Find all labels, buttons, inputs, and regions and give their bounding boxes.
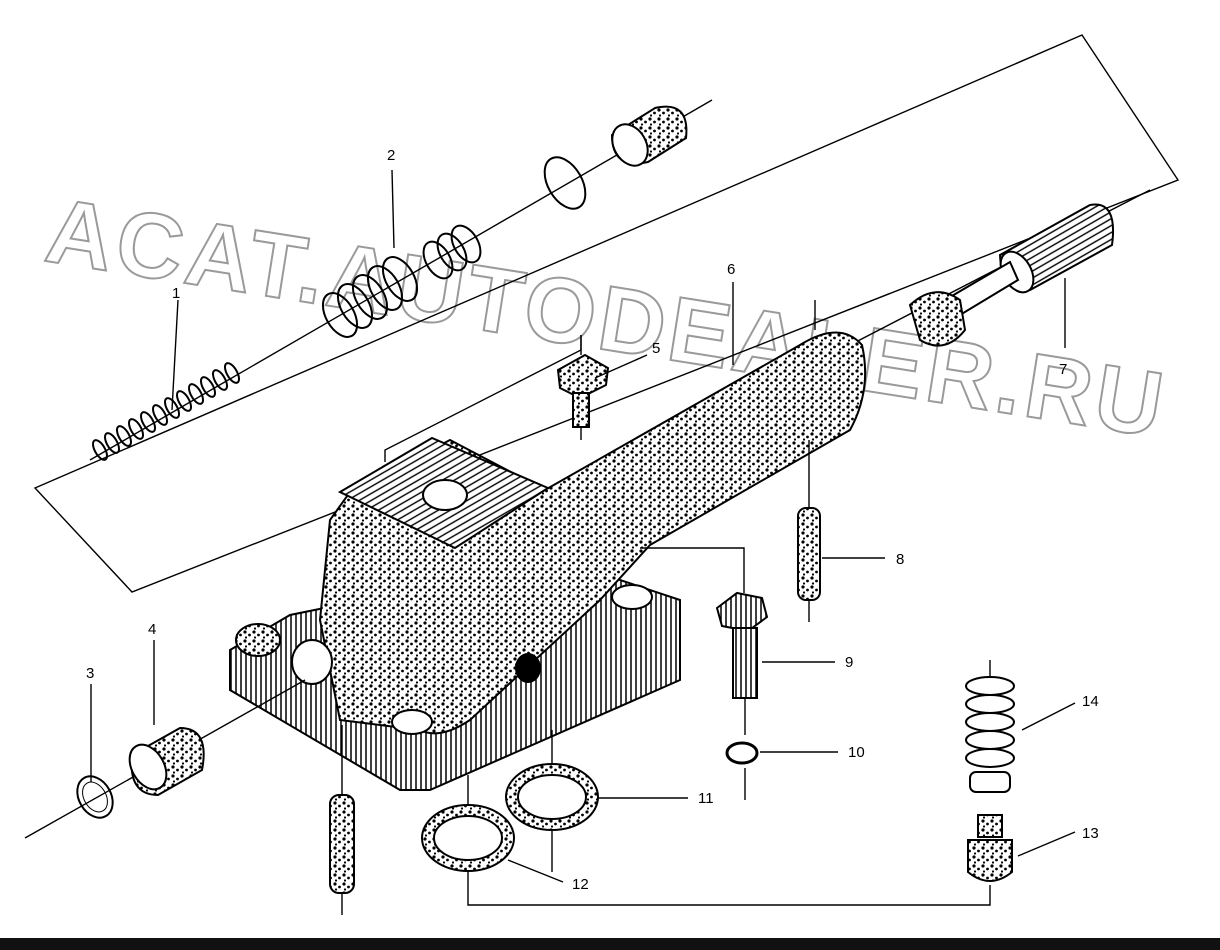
- housing-part-6: [229, 300, 867, 791]
- callout-2: 2: [387, 147, 395, 164]
- lower-pin: [329, 725, 355, 915]
- plunger-part-7: [908, 203, 1114, 347]
- callout-12: 12: [572, 876, 589, 893]
- callout-8: 8: [896, 551, 904, 568]
- bracket-part-5: [384, 335, 582, 462]
- callout-labels: 1 2 3 4 5 6 7 8 9 10 11 12 13 14: [86, 147, 1099, 893]
- spring-set-part-2: [321, 224, 482, 338]
- callout-10: 10: [848, 744, 865, 761]
- upper-cap: [610, 105, 688, 167]
- pin-part-8: [797, 440, 821, 622]
- callout-13: 13: [1082, 825, 1099, 842]
- assembly-frame: [33, 34, 1180, 593]
- callout-9: 9: [845, 654, 853, 671]
- spring-part-1: [92, 362, 240, 461]
- bolt-part-5: [556, 335, 610, 440]
- gasket-part-11: [505, 730, 599, 872]
- spring-part-14: [965, 660, 1015, 793]
- bottom-bar: [0, 938, 1220, 950]
- callout-4: 4: [148, 621, 156, 638]
- upper-ring: [543, 156, 587, 210]
- callout-3: 3: [86, 665, 94, 682]
- bracket-part-12-13: [467, 871, 991, 906]
- callout-5: 5: [652, 340, 660, 357]
- watermark-text: ACAT.AUTODEALER.RU: [40, 180, 1174, 458]
- ring-part-3-inner: [82, 781, 108, 813]
- plug-part-13: [967, 814, 1013, 882]
- callout-6: 6: [727, 261, 735, 278]
- leader-lines: [90, 169, 1076, 883]
- washer-part-10: [725, 741, 759, 765]
- callout-7: 7: [1059, 361, 1067, 378]
- callout-14: 14: [1082, 693, 1099, 710]
- callout-1: 1: [172, 285, 180, 302]
- ring-part-3: [76, 775, 114, 819]
- cap-part-4: [128, 726, 205, 797]
- gasket-part-12: [421, 775, 515, 872]
- callout-11: 11: [698, 790, 714, 807]
- bolt-part-9: [640, 547, 769, 735]
